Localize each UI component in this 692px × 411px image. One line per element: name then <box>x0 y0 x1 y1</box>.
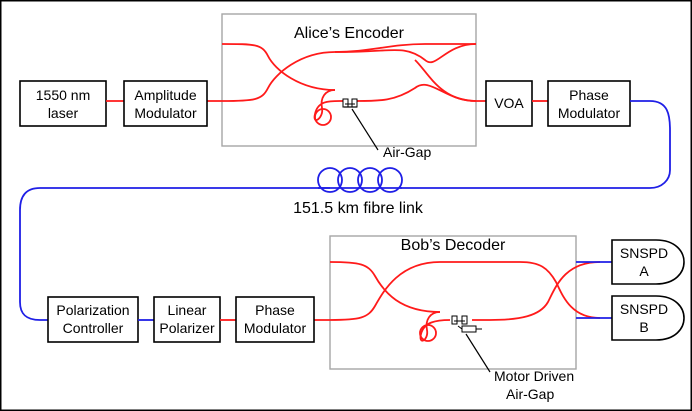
phase-modulator-alice-line1: Phase <box>569 87 609 103</box>
amplitude-modulator-box <box>123 80 208 127</box>
bob-decoder-title: Bob’s Decoder <box>401 237 506 254</box>
snspd-a-detector <box>611 239 685 285</box>
amplitude-modulator-line2: Modulator <box>134 105 197 121</box>
fibre-link-left <box>19 187 330 321</box>
bob-air-gap-label-line1: Motor Driven <box>494 368 574 384</box>
linear-polarizer-line1: Linear <box>168 302 207 318</box>
fibre-link-label: 151.5 km fibre link <box>293 200 424 217</box>
phase-modulator-alice-line2: Modulator <box>558 105 621 121</box>
linear-polarizer-line2: Polarizer <box>159 320 215 336</box>
snspd-a-line2: A <box>639 263 649 279</box>
alice-top-right-fibre <box>335 43 477 63</box>
alice-fibre-loop <box>314 108 332 126</box>
amplitude-modulator-line1: Amplitude <box>134 87 196 103</box>
laser-line2: laser <box>48 105 79 121</box>
fibre-link <box>400 100 671 189</box>
bob-fibre-loop <box>419 324 437 342</box>
bob-air-gap-label-line2: Air-Gap <box>506 386 554 402</box>
alice-top-left-fibre <box>221 43 336 91</box>
snspd-a-line1: SNSPD <box>620 245 668 261</box>
alice-air-gap-pointer <box>351 108 379 151</box>
bob-motor-air-gap-component <box>451 315 482 333</box>
bob-bottom-left-fibre <box>314 261 520 321</box>
alice-encoder-panel <box>221 13 477 147</box>
alice-crossing-right <box>414 59 486 102</box>
polarization-controller-line1: Polarization <box>56 302 129 318</box>
alice-bottom-left-fibre <box>207 51 336 102</box>
bob-top-left-fibre <box>329 261 441 313</box>
bob-bottom-right-fibre <box>489 261 601 321</box>
laser-box <box>19 80 107 127</box>
alice-air-gap-label: Air-Gap <box>383 144 431 160</box>
phase-modulator-bob-box <box>235 296 315 343</box>
snspd-b-line2: B <box>639 319 648 335</box>
phase-modulator-bob-line1: Phase <box>255 302 295 318</box>
snspd-b-line1: SNSPD <box>620 301 668 317</box>
alice-air-gap-component <box>342 98 358 108</box>
linear-polarizer-box <box>153 296 221 343</box>
alice-upper-arm <box>334 43 476 53</box>
voa-box <box>485 80 533 127</box>
bob-decoder-panel <box>329 235 577 370</box>
snspd-b-detector <box>611 295 685 341</box>
polarization-controller-line2: Controller <box>63 320 124 336</box>
bob-air-gap-pointer <box>465 333 491 373</box>
alice-lower-arm-left <box>313 89 344 121</box>
phase-modulator-bob-line2: Modulator <box>244 320 307 336</box>
alice-encoder-title: Alice’s Encoder <box>294 25 405 42</box>
laser-line1: 1550 nm <box>36 87 90 103</box>
bob-top-right-fibre <box>519 261 601 319</box>
voa-label: VOA <box>494 95 524 111</box>
polarization-controller-box <box>47 296 139 343</box>
phase-modulator-alice-box <box>547 80 631 127</box>
fibre-spool <box>317 167 403 193</box>
